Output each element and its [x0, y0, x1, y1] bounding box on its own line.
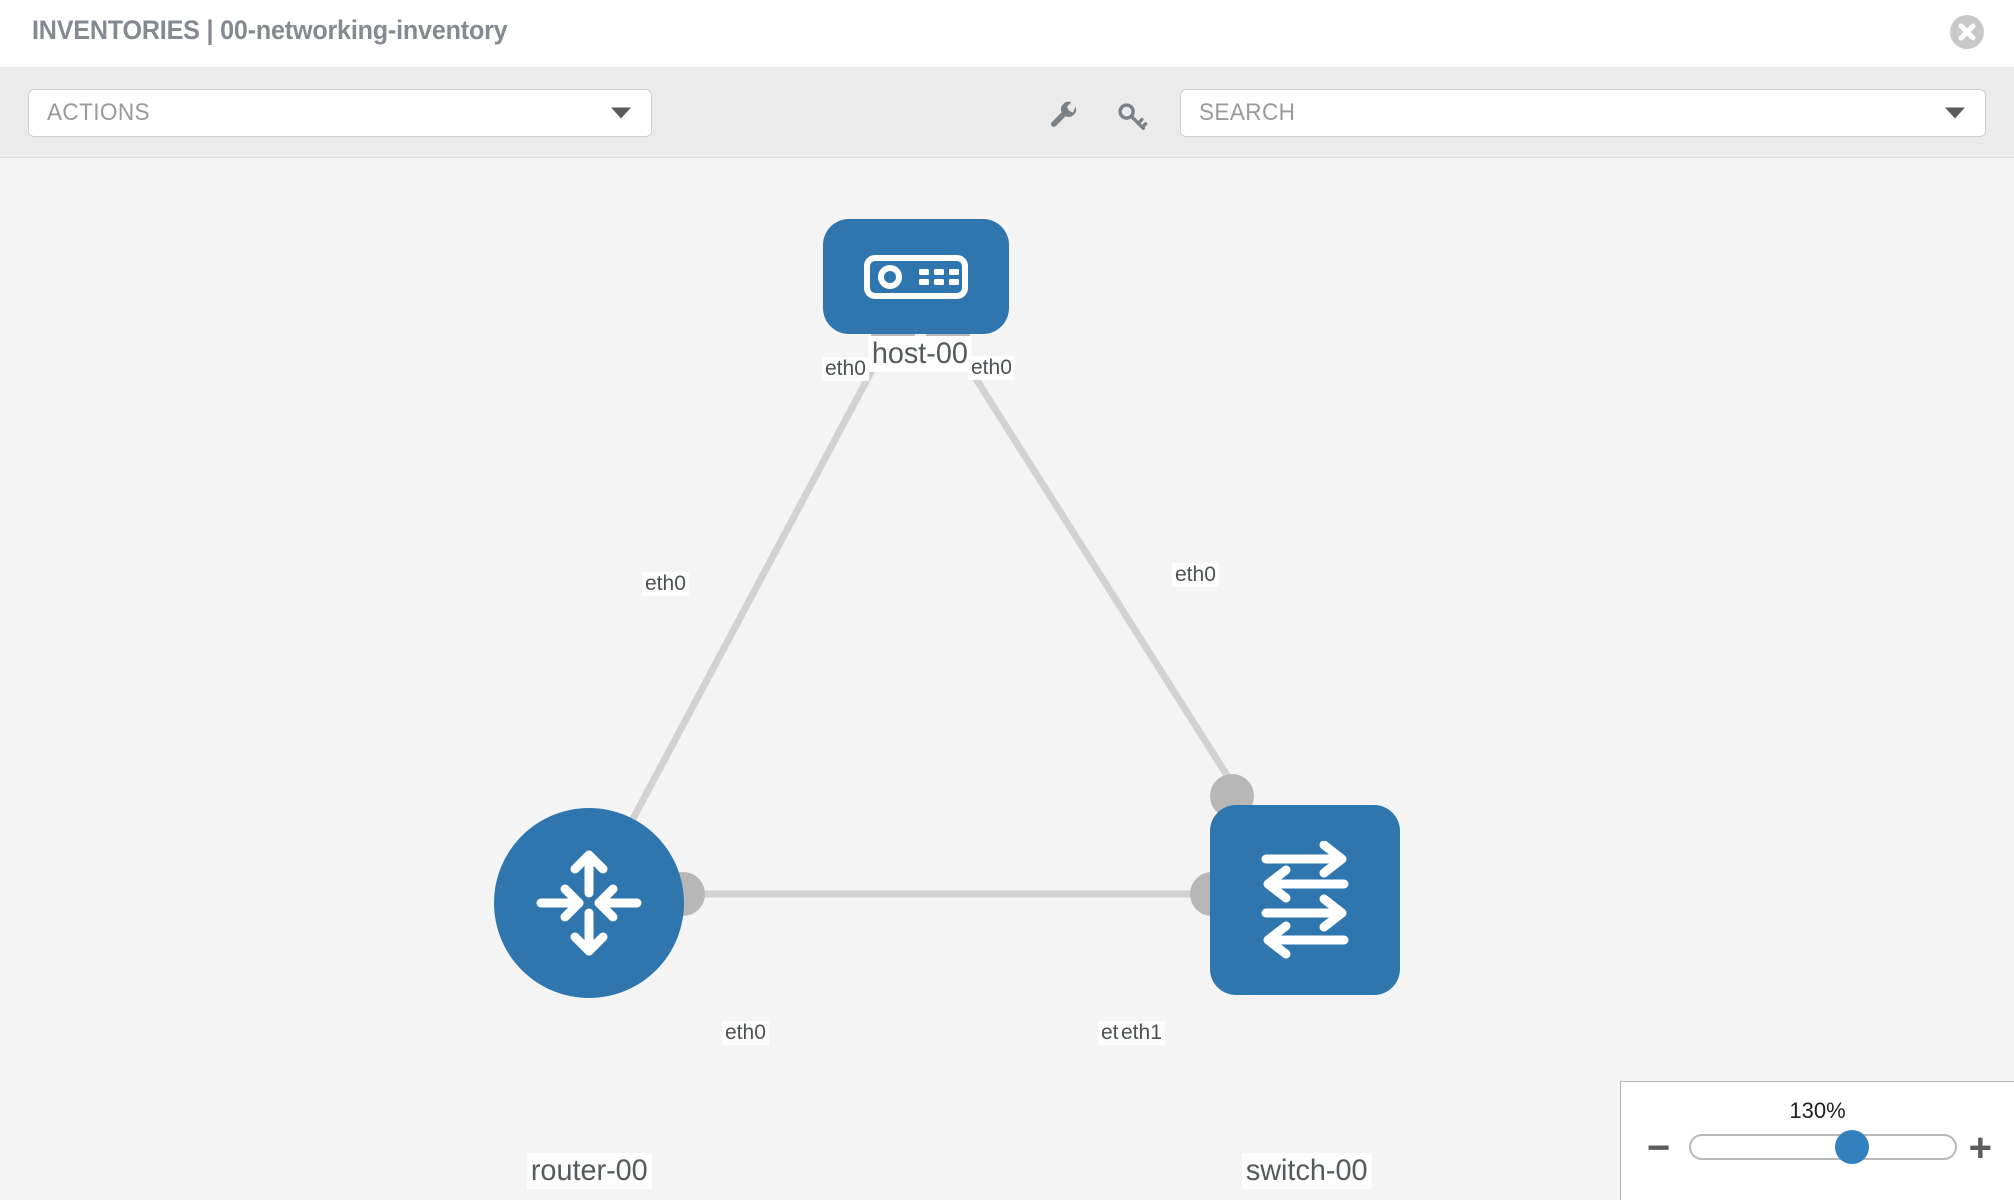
zoom-in-button[interactable]: + [1968, 1126, 1992, 1170]
link-host-switch [948, 337, 1246, 803]
switch-node-shape[interactable] [1210, 805, 1400, 995]
search-input[interactable]: SEARCH [1180, 89, 1986, 137]
zoom-level-value: 130% [1789, 1098, 1846, 1123]
toolbar: ACTIONS SEARCH [0, 68, 2014, 158]
wrench-icon[interactable] [1047, 100, 1081, 134]
node-label-router-00: router-00 [527, 1153, 652, 1189]
zoom-out-button[interactable]: − [1647, 1126, 1671, 1170]
topology-canvas[interactable]: host-00 router-00 switch-00 eth0 eth0 et… [0, 159, 2014, 1200]
iface-label-host-right: eth0 [968, 356, 1015, 380]
close-icon[interactable] [1950, 15, 1984, 49]
search-input-value: SEARCH [1199, 99, 1296, 126]
switch-icon [1261, 841, 1349, 959]
iface-label-switch-eth1: eth1 [1118, 1021, 1165, 1045]
chevron-down-icon [611, 107, 631, 119]
router-icon [536, 850, 642, 956]
iface-label-router-uplink: eth0 [642, 572, 689, 596]
page-header: INVENTORIES | 00-networking-inventory [0, 0, 2014, 68]
server-icon [864, 254, 968, 299]
key-icon[interactable] [1115, 100, 1149, 134]
chevron-down-icon [1945, 107, 1965, 119]
node-router-00[interactable] [494, 808, 684, 998]
page-title: INVENTORIES | 00-networking-inventory [32, 15, 508, 45]
zoom-control-panel: 130% − + [1620, 1081, 2014, 1200]
router-node-shape[interactable] [494, 808, 684, 998]
port-connectors [661, 315, 1254, 916]
iface-label-host-left: eth0 [822, 357, 869, 381]
iface-label-switch-uplink: eth0 [1172, 563, 1219, 587]
zoom-slider-track[interactable] [1689, 1130, 1957, 1164]
host-node-shape[interactable] [823, 219, 1009, 334]
link-host-router [598, 340, 890, 881]
node-host-00[interactable] [823, 219, 1009, 334]
actions-dropdown[interactable]: ACTIONS [28, 89, 652, 137]
zoom-slider-thumb[interactable] [1835, 1130, 1870, 1164]
node-switch-00[interactable] [1210, 805, 1400, 995]
actions-dropdown-label: ACTIONS [47, 99, 150, 126]
node-label-switch-00: switch-00 [1242, 1153, 1372, 1189]
iface-label-router-eth0: eth0 [722, 1021, 769, 1045]
node-label-host-00: host-00 [868, 336, 972, 372]
